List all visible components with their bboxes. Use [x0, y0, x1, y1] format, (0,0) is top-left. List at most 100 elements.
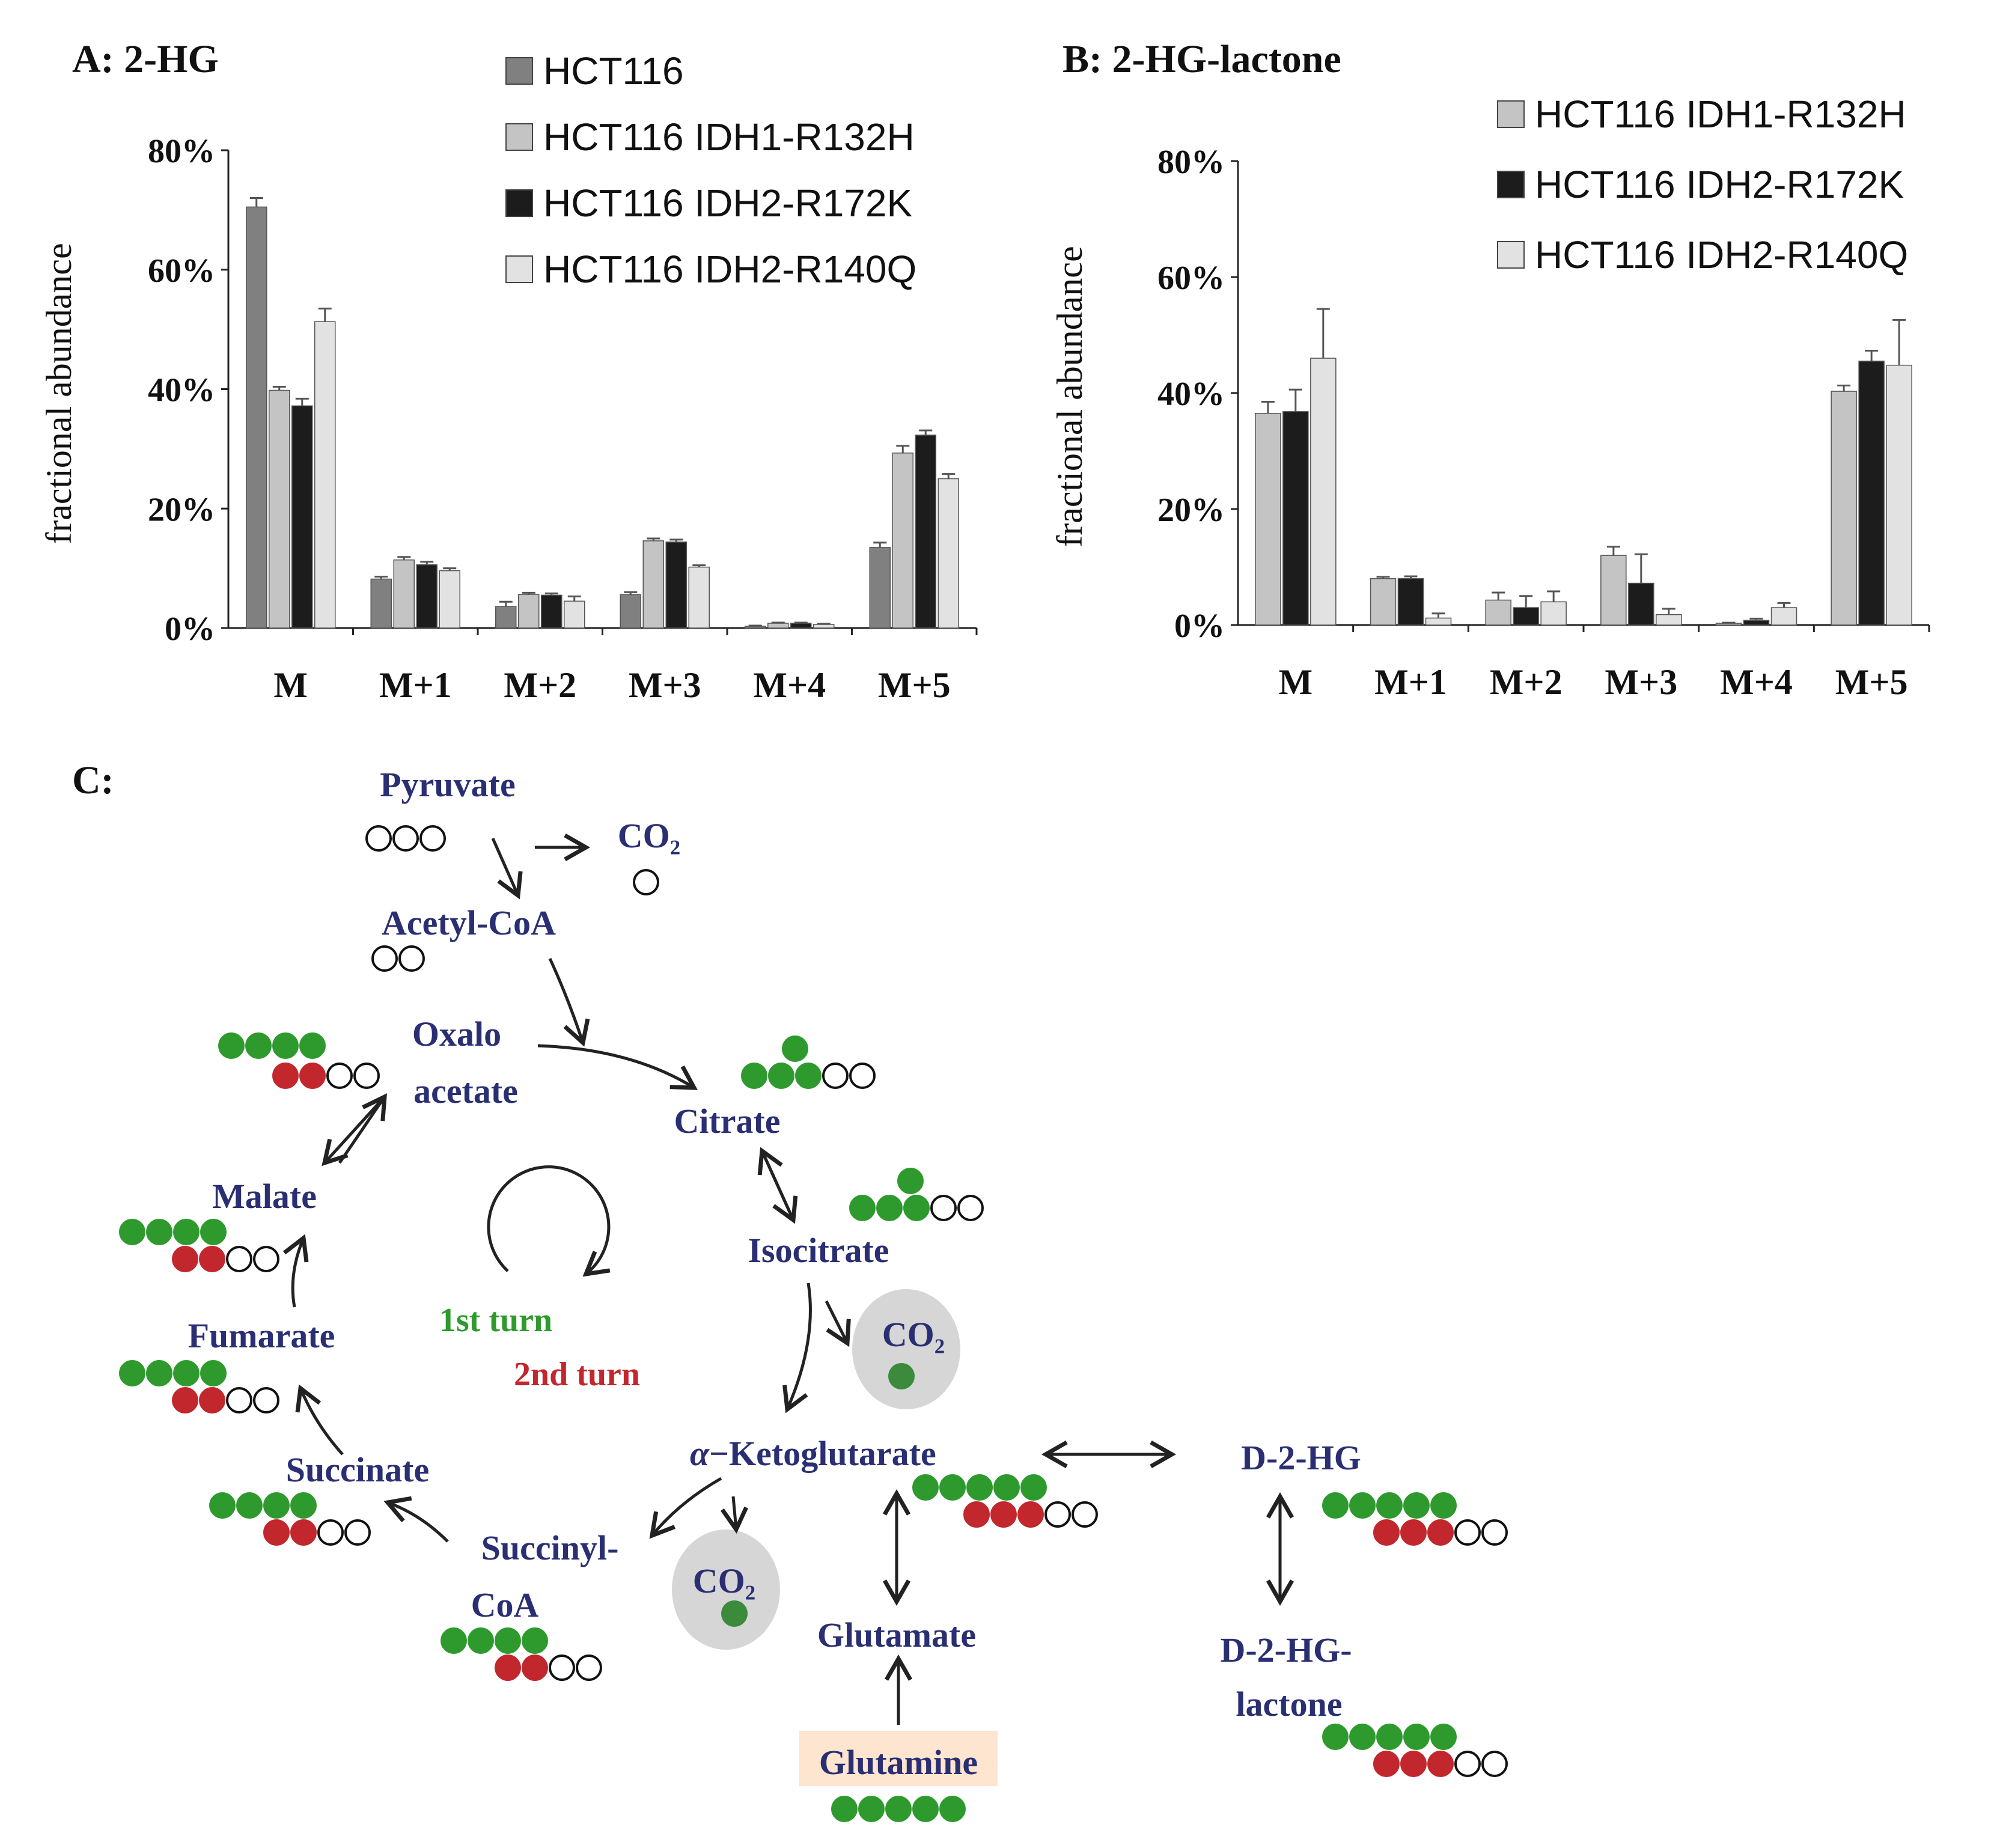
- atom-succinate-r: [344, 1519, 371, 1546]
- arrow-akg-co2: [721, 1496, 748, 1534]
- atom-fumarate-g: [200, 1360, 227, 1386]
- atom-d2hg-r: [1454, 1519, 1481, 1546]
- atom-akg-r: [1017, 1501, 1044, 1528]
- chartA-bar-4: [314, 321, 336, 629]
- atom-akg-g: [939, 1474, 966, 1501]
- label-second-turn: 2nd turn: [514, 1356, 640, 1393]
- label-co2-isocitrate-overlay: CO₂: [882, 1315, 945, 1354]
- chartA-y-tick-label: 0%: [165, 611, 215, 648]
- atom-succinate-g: [236, 1492, 263, 1519]
- chartA-bar-1: [495, 606, 517, 629]
- atom-d2hg-r: [1427, 1519, 1454, 1546]
- label-fumarate: Fumarate: [188, 1316, 335, 1355]
- chartB-bar-3: [1425, 617, 1452, 626]
- chartB-legend-label: HCT116 IDH2-R172K: [1535, 163, 1904, 206]
- label-glutamate: Glutamate: [817, 1615, 976, 1654]
- label-malate: Malate: [212, 1177, 317, 1216]
- atom-citrate-top: [782, 1035, 808, 1062]
- chartA-legend-label: HCT116: [543, 49, 684, 93]
- atom-d2hg-g: [1322, 1492, 1349, 1519]
- atom-akg-r: [1072, 1501, 1098, 1528]
- chartA-legend-label: HCT116 IDH2-R140Q: [543, 248, 916, 291]
- atom-fumarate-r: [199, 1387, 225, 1413]
- chartB-category-label: M+1: [1374, 662, 1447, 702]
- atom-fumarate-g: [119, 1360, 145, 1386]
- atom-oxalo-r: [353, 1063, 380, 1089]
- chartB-bar-2: [1282, 411, 1309, 626]
- atom-succinylcoa-r: [549, 1654, 575, 1681]
- atom-malate-r: [226, 1246, 252, 1272]
- co2-bubble-akg: [672, 1529, 780, 1650]
- chartB-legend-label: HCT116 IDH2-R140Q: [1535, 233, 1908, 276]
- chartB-y-tick-label: 20%: [1157, 492, 1225, 529]
- chartA-bar-1: [246, 206, 267, 629]
- atom-co2: [633, 869, 659, 895]
- atom-succinylcoa-r: [576, 1654, 602, 1681]
- atom-glutamine: [831, 1796, 858, 1822]
- label-succinyl-coa-1: Succinyl-: [481, 1528, 619, 1567]
- atom-oxalo-g: [299, 1032, 326, 1059]
- chartB-bar-2: [1397, 578, 1424, 626]
- arrow-pyruvate-acetylcoa: [491, 837, 523, 900]
- chart-2hg: A: 2-HG fractional abundance 0%20%40%60%…: [39, 37, 978, 705]
- chartB-category-label: M+2: [1490, 662, 1563, 702]
- chartB-bar-3: [1886, 364, 1912, 626]
- label-citrate: Citrate: [674, 1102, 780, 1141]
- chartB-y-tick-label: 60%: [1157, 260, 1225, 297]
- atom-fumarate-r: [253, 1387, 279, 1413]
- chartB-legend-swatch: [1497, 100, 1525, 128]
- chartB-y-tick-label: 0%: [1174, 608, 1225, 645]
- atom-malate-g: [146, 1219, 172, 1245]
- chartA-bar-3: [790, 623, 812, 629]
- atom-succinylcoa-g: [495, 1627, 521, 1654]
- label-succinate: Succinate: [286, 1450, 429, 1489]
- chartB-bar-2: [1628, 582, 1654, 626]
- label-oxaloacetate-2: acetate: [413, 1072, 518, 1111]
- atom-pyruvate: [419, 825, 446, 852]
- chartA-bar-2: [393, 559, 415, 629]
- atom-succinylcoa-g: [468, 1627, 494, 1654]
- chartA-legend-swatch: [505, 123, 533, 151]
- atom-succinate-r: [317, 1519, 344, 1546]
- atom-citrate: [849, 1063, 876, 1089]
- chartB-bar-3: [1770, 607, 1797, 626]
- arrow-isocitrate-co2: [825, 1300, 851, 1347]
- atom-citrate: [741, 1063, 767, 1089]
- atom-akg-g: [993, 1474, 1020, 1501]
- atom-citrate: [795, 1063, 822, 1089]
- atom-akg-r: [1044, 1501, 1071, 1528]
- chartA-legend-swatch: [505, 57, 533, 85]
- atom-d2hg-r: [1373, 1519, 1400, 1546]
- panel-a-y-axis-label: fractional abundance: [39, 243, 79, 544]
- atom-akg-g: [966, 1474, 993, 1501]
- atom-acetylcoa: [371, 945, 398, 972]
- label-isocitrate: Isocitrate: [748, 1231, 889, 1270]
- atom-succinate-g: [209, 1492, 236, 1519]
- atom-oxalo-g: [218, 1032, 245, 1059]
- chartA-bar-4: [688, 566, 710, 629]
- panel-b-title: B: 2-HG-lactone: [1063, 37, 1341, 81]
- chartA-y-tick-label: 80%: [148, 133, 215, 170]
- chartA-bar-4: [439, 570, 460, 629]
- chartA-y-tick-label: 60%: [148, 252, 215, 290]
- atom-malate-g: [200, 1219, 227, 1245]
- atom-d2hg-g: [1349, 1492, 1376, 1519]
- atom-lactone-g: [1403, 1724, 1430, 1750]
- atom-citrate: [768, 1063, 794, 1089]
- chartA-bar-3: [416, 564, 438, 629]
- chartB-bar-3: [1540, 601, 1567, 626]
- chart-2hg-lactone: B: 2-HG-lactone fractional abundance 0%2…: [1050, 37, 1930, 702]
- chartB-bar-1: [1255, 413, 1281, 626]
- arrow-oxalo-malate: [322, 1096, 386, 1166]
- atom-akg-g: [1020, 1474, 1047, 1501]
- chartB-bar-2: [1858, 361, 1885, 626]
- chartA-legend-label: HCT116 IDH2-R172K: [543, 181, 912, 225]
- atom-succinylcoa-r: [495, 1654, 521, 1681]
- chartB-bar-3: [1656, 614, 1682, 626]
- atom-succinate-g: [263, 1492, 290, 1519]
- chartA-legend-swatch: [505, 255, 533, 283]
- atom-isocitrate: [876, 1195, 903, 1221]
- atom-lactone-r: [1400, 1751, 1427, 1777]
- label-alpha-ketoglutarate: −Ketoglutarate: [709, 1434, 936, 1473]
- atom-isocitrate: [957, 1195, 984, 1221]
